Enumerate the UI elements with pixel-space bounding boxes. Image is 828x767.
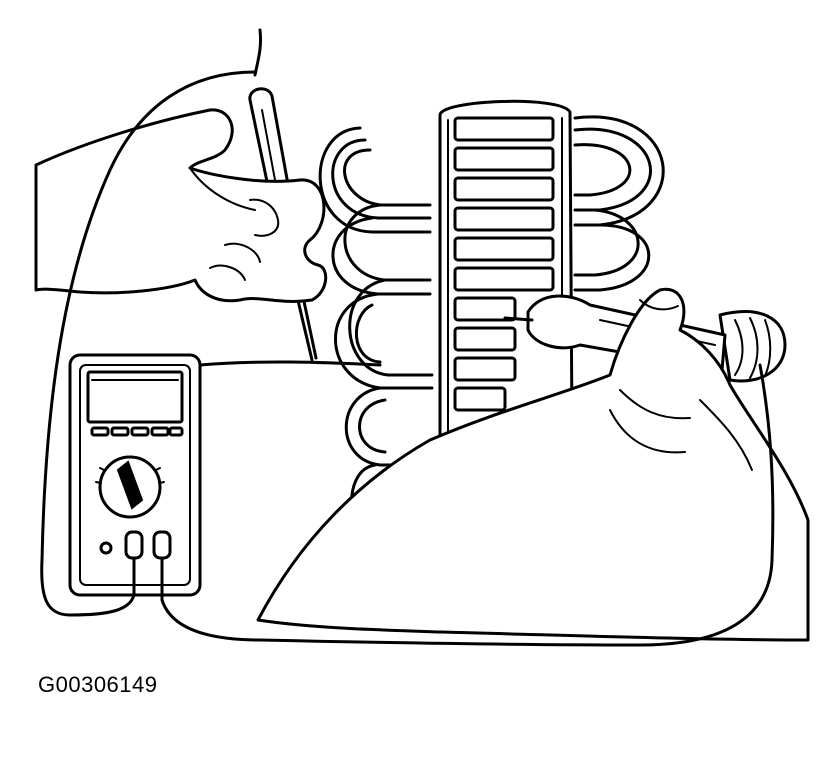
stator-core [438, 99, 574, 442]
multimeter-buttons [90, 426, 184, 437]
rotary-selector-knob [95, 455, 165, 519]
multimeter-display [86, 370, 184, 424]
lead-plug-black [124, 530, 144, 560]
input-jack-com [99, 541, 113, 555]
figure-id-label: G00306149 [38, 672, 158, 697]
left-hand [34, 108, 328, 303]
right-hand [256, 287, 810, 642]
lead-plug-red [152, 530, 172, 560]
stator-winding [318, 115, 665, 542]
multimeter [68, 353, 202, 597]
test-leads [40, 70, 775, 647]
